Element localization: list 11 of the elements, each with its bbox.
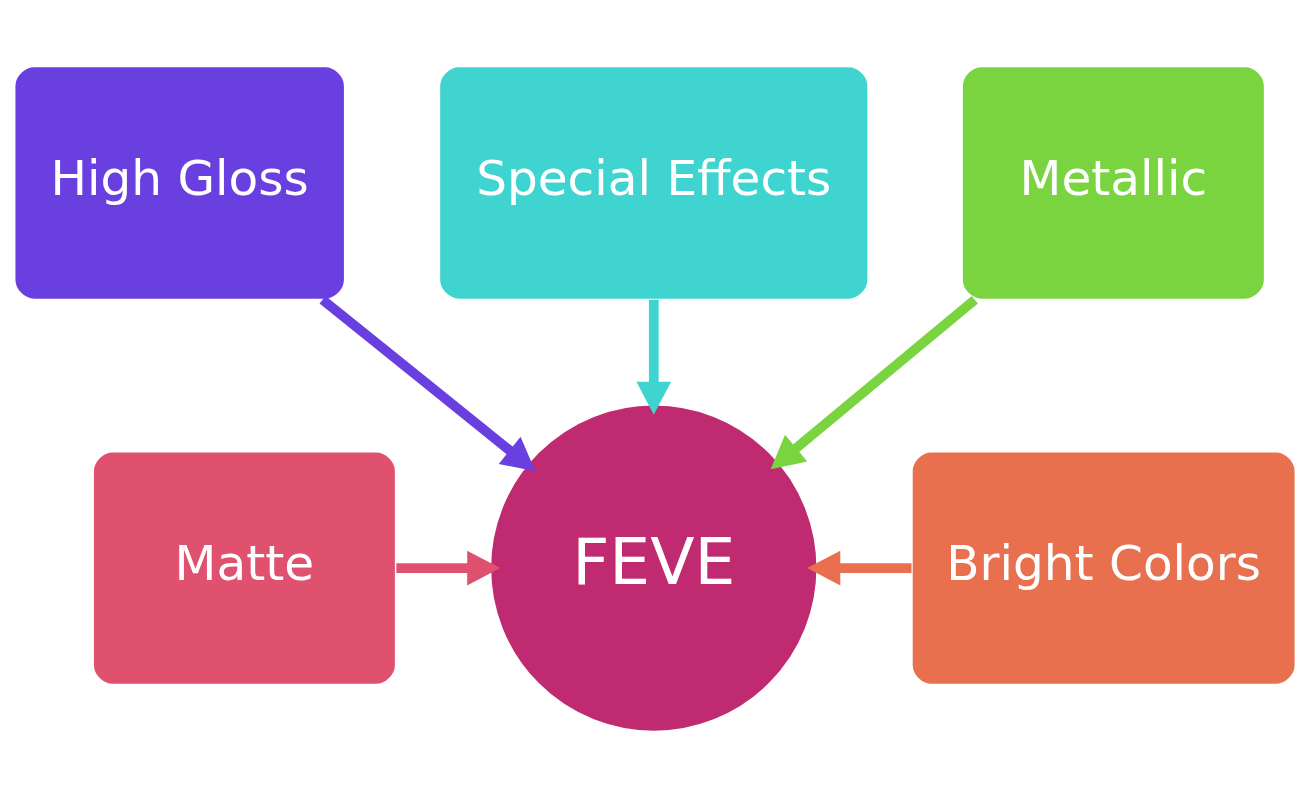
arrow bbox=[396, 550, 501, 586]
node-box: Matte bbox=[92, 450, 397, 686]
node-box: Bright Colors bbox=[911, 450, 1297, 686]
arrow bbox=[319, 295, 536, 472]
node-circle: FEVE bbox=[489, 403, 819, 733]
node-box: Metallic bbox=[961, 65, 1266, 301]
arrow bbox=[636, 299, 672, 415]
arrow bbox=[807, 550, 912, 586]
arrow bbox=[770, 295, 978, 470]
node-box: Special Effects bbox=[438, 65, 869, 301]
node-box: High Gloss bbox=[13, 65, 346, 301]
